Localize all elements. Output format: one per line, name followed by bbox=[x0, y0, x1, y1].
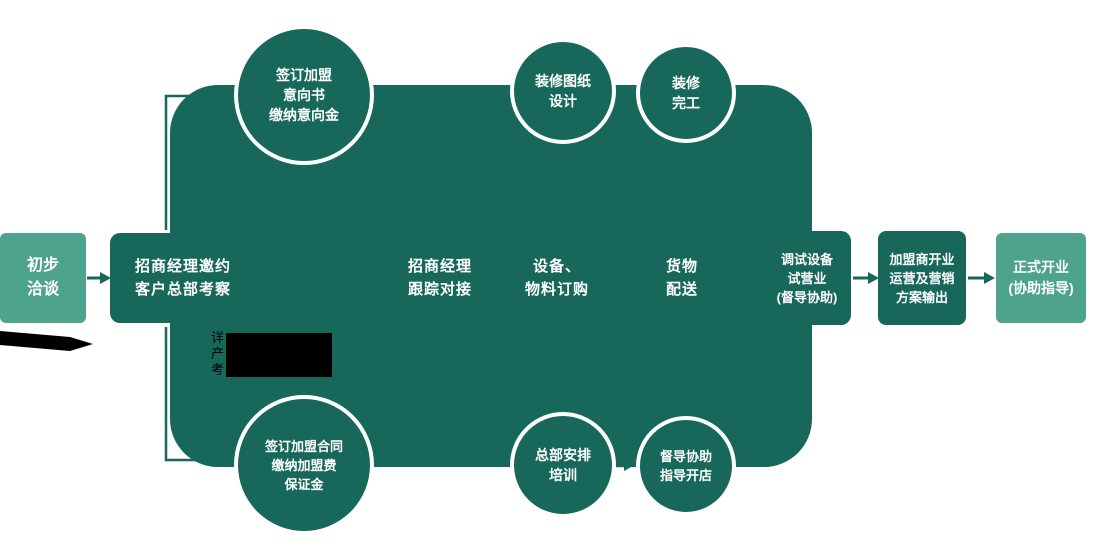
stray-partial-text: 详 产 考 bbox=[211, 330, 224, 378]
arrow-trial-to-opening bbox=[853, 272, 879, 284]
circle-renovation-done: 装修 完工 bbox=[636, 43, 736, 143]
step-trial-operation-line: (督导协助) bbox=[776, 289, 838, 305]
step-initial-talk-line: 初步 bbox=[26, 257, 59, 274]
circle-sign-contract-line: 缴纳加盟费 bbox=[271, 457, 337, 473]
stray-black-arrow bbox=[0, 331, 93, 351]
step-equipment-ordering-line: 物料订购 bbox=[524, 281, 589, 298]
circle-sign-contract-line: 签订加盟合同 bbox=[264, 438, 343, 454]
step-grand-opening-line: (协助指导) bbox=[1008, 280, 1074, 296]
circle-supervisor-guide-line: 指导开店 bbox=[659, 468, 712, 483]
circle-renovation-design-line: 装修图纸 bbox=[535, 73, 591, 89]
step-opening-support: 加盟商开业 运营及营销 方案输出 bbox=[878, 231, 966, 325]
step-grand-opening-line: 正式开业 bbox=[1013, 259, 1069, 275]
step-manager-invite: 招商经理邀约 客户总部考察 bbox=[110, 233, 256, 323]
step-goods-delivery-line: 货物 bbox=[665, 258, 698, 275]
step-goods-delivery-line: 配送 bbox=[665, 281, 698, 298]
circle-sign-intent: 签订加盟 意向书 缴纳意向金 bbox=[234, 25, 374, 165]
step-grand-opening: 正式开业 (协助指导) bbox=[996, 233, 1086, 323]
circle-supervisor-guide: 督导协助 指导开店 bbox=[636, 416, 736, 516]
step-manager-tracking-line: 跟踪对接 bbox=[407, 281, 472, 298]
circle-hq-training-line: 培训 bbox=[549, 467, 577, 483]
step-manager-tracking: 招商经理 跟踪对接 bbox=[393, 252, 487, 304]
circle-sign-intent-line: 意向书 bbox=[283, 87, 325, 103]
circle-hq-training-line: 总部安排 bbox=[535, 447, 591, 463]
step-opening-support-line: 加盟商开业 bbox=[889, 251, 955, 267]
circle-hq-training: 总部安排 培训 bbox=[510, 412, 616, 518]
step-manager-invite-line: 招商经理邀约 bbox=[134, 258, 231, 275]
step-equipment-ordering: 设备、 物料订购 bbox=[510, 252, 604, 304]
stray-partial-text-line: 详 bbox=[211, 330, 225, 345]
step-manager-tracking-line: 招商经理 bbox=[407, 258, 472, 275]
step-trial-operation-line: 调试设备 bbox=[780, 251, 833, 267]
step-equipment-ordering-line: 设备、 bbox=[532, 258, 581, 275]
step-goods-delivery: 货物 配送 bbox=[645, 252, 719, 304]
step-opening-support-line: 运营及营销 bbox=[889, 270, 955, 286]
step-initial-talk-line: 洽谈 bbox=[26, 281, 59, 298]
circle-renovation-design-line: 设计 bbox=[549, 93, 577, 109]
step-opening-support-line: 方案输出 bbox=[895, 289, 948, 305]
step-trial-operation: 调试设备 试营业 (督导协助) bbox=[763, 231, 851, 325]
circle-sign-contract: 签订加盟合同 缴纳加盟费 保证金 bbox=[234, 395, 374, 535]
circle-supervisor-guide-line: 督导协助 bbox=[659, 449, 712, 464]
circle-sign-intent-line: 缴纳意向金 bbox=[269, 107, 339, 123]
step-manager-invite-line: 客户总部考察 bbox=[134, 281, 231, 298]
circle-renovation-done-line: 装修 bbox=[672, 75, 700, 91]
arrow-opening-to-grand bbox=[968, 272, 995, 284]
arrow-start-to-invite bbox=[87, 272, 111, 284]
stray-partial-text-line: 考 bbox=[211, 362, 225, 377]
circle-sign-contract-line: 保证金 bbox=[284, 476, 324, 492]
step-initial-talk: 初步 洽谈 bbox=[0, 233, 86, 323]
circle-sign-intent-line: 签订加盟 bbox=[276, 67, 332, 83]
step-trial-operation-line: 试营业 bbox=[787, 270, 827, 286]
circle-renovation-done-line: 完工 bbox=[672, 95, 700, 111]
circle-renovation-design: 装修图纸 设计 bbox=[510, 38, 616, 144]
stray-partial-text-line: 产 bbox=[211, 346, 225, 361]
